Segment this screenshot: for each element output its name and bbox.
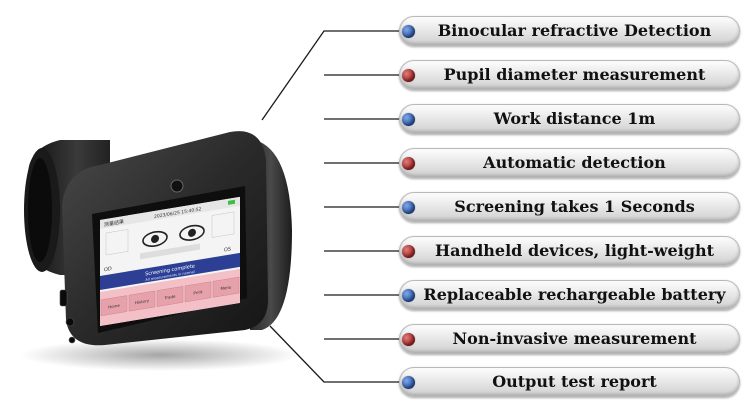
screen-button-label: Print xyxy=(193,289,203,296)
bullet-dot-icon xyxy=(402,25,415,38)
screen-title: 测量结果 xyxy=(104,218,124,228)
bullet-dot-icon xyxy=(402,113,415,126)
feature-pill: Automatic detection xyxy=(399,148,740,178)
device-shadow xyxy=(20,339,300,371)
feature-pill: Output test report xyxy=(399,367,740,397)
bullet-dot-icon xyxy=(402,201,415,214)
bullet-dot-icon xyxy=(402,289,415,302)
feature-pill: Non-invasive measurement xyxy=(399,324,740,354)
screen-button-label: Trade xyxy=(164,293,176,300)
vision-screener-device: 测量结果 2023/06/25 15:40:52 OD OS Screening… xyxy=(20,131,300,371)
front-camera xyxy=(170,179,184,193)
bullet-dot-icon xyxy=(402,376,415,389)
left-eye-label: OD xyxy=(104,266,112,273)
feature-pill: Screening takes 1 Seconds xyxy=(399,192,740,222)
eye-icon xyxy=(142,230,168,248)
feature-label: Output test report xyxy=(492,372,657,391)
screen-banner xyxy=(100,252,240,290)
feature-pill: Binocular refractive Detection xyxy=(399,16,740,46)
connector-line xyxy=(269,325,399,383)
feature-pill: Replaceable rechargeable battery xyxy=(399,280,740,310)
screen-button-label: Menu xyxy=(221,284,232,291)
screen-button-label: History xyxy=(135,298,150,305)
bullet-dot-icon xyxy=(402,245,415,258)
feature-label: Pupil diameter measurement xyxy=(443,65,706,84)
right-eye-label: OS xyxy=(224,246,231,253)
screen-button[interactable] xyxy=(128,290,156,312)
screen-button[interactable] xyxy=(184,281,212,303)
usb-port xyxy=(59,289,68,307)
feature-label: Replaceable rechargeable battery xyxy=(423,285,726,304)
screen-button-label: Home xyxy=(108,303,120,310)
feature-label: Binocular refractive Detection xyxy=(437,21,712,40)
eye-icon xyxy=(179,224,205,241)
screen-button[interactable] xyxy=(100,295,128,317)
screen-button[interactable] xyxy=(212,276,240,298)
bullet-dot-icon xyxy=(402,157,415,170)
bullet-dot-icon xyxy=(402,333,415,346)
feature-label: Automatic detection xyxy=(483,153,666,172)
feature-label: Screening takes 1 Seconds xyxy=(454,197,695,216)
feature-pill: Work distance 1m xyxy=(399,104,740,134)
connector-line xyxy=(261,30,399,121)
feature-label: Work distance 1m xyxy=(493,109,656,128)
screen-button[interactable] xyxy=(156,286,184,307)
battery-icon xyxy=(228,199,235,205)
device-screen: 测量结果 2023/06/25 15:40:52 OD OS Screening… xyxy=(100,196,240,326)
feature-label: Handheld devices, light-weight xyxy=(434,241,714,260)
feature-pill: Handheld devices, light-weight xyxy=(399,236,740,266)
feature-label: Non-invasive measurement xyxy=(452,329,697,348)
bullet-dot-icon xyxy=(402,69,415,82)
button-port xyxy=(68,336,76,344)
feature-pill: Pupil diameter measurement xyxy=(399,60,740,90)
jack-port xyxy=(65,317,75,327)
